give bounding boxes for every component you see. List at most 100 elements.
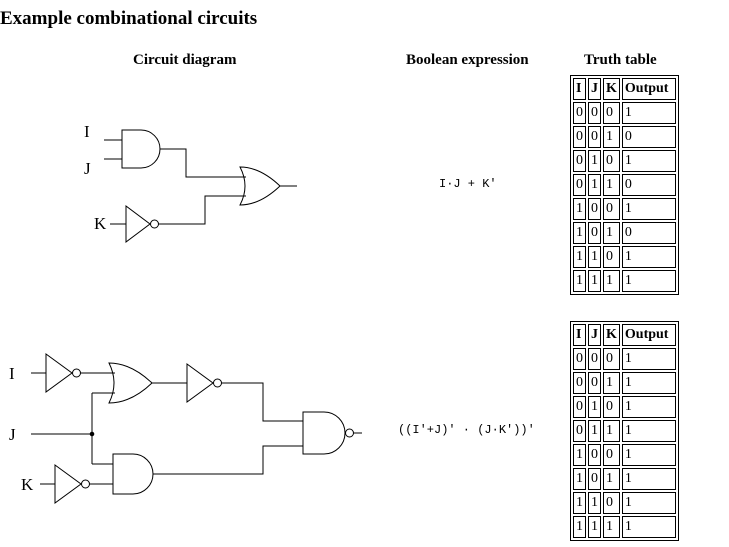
truth-table-input-cell: 1 [573, 246, 586, 268]
junction-dot-icon [89, 431, 95, 437]
truth-table-input-cell: 1 [573, 492, 586, 514]
or-gate-icon [108, 362, 153, 404]
truth-table-column-header: K [603, 78, 620, 100]
truth-table-input-cell: 1 [573, 222, 586, 244]
truth-table-input-cell: 0 [588, 348, 601, 370]
circuit-1: I J K [84, 122, 297, 243]
inversion-bubble-icon [345, 428, 354, 438]
truth-table-input-cell: 0 [603, 102, 620, 124]
truth-table-column-header: I [573, 324, 586, 346]
truth-table-column-header: J [588, 78, 601, 100]
truth-table-input-cell: 0 [588, 198, 601, 220]
truth-table-input-cell: 0 [603, 246, 620, 268]
truth-table-output-cell: 1 [621, 468, 676, 490]
truth-table-output-cell: 1 [621, 444, 676, 466]
truth-table-input-cell: 1 [603, 420, 620, 442]
truth-table-input-cell: 1 [588, 492, 601, 514]
circuit-2-wire-not-to-nand [221, 382, 303, 422]
truth-table-input-cell: 0 [588, 468, 601, 490]
truth-table-output-cell: 1 [621, 270, 676, 292]
truth-table-input-cell: 1 [588, 396, 601, 418]
boolean-expression-1: I·J + K′ [439, 177, 497, 191]
truth-table-input-cell: 0 [603, 348, 620, 370]
not-gate-icon [45, 353, 73, 393]
circuit-1-wire-and-to-or [160, 148, 246, 178]
truth-table-column-header: Output [621, 324, 676, 346]
truth-table-input-cell: 1 [588, 270, 601, 292]
truth-table-input-cell: 1 [603, 222, 620, 244]
truth-table-output-cell: 1 [621, 516, 676, 538]
circuit-1-wire-ij [104, 139, 122, 160]
truth-table-input-cell: 0 [573, 348, 586, 370]
truth-table-output-cell: 1 [621, 246, 676, 268]
truth-table-input-cell: 1 [603, 270, 620, 292]
truth-table-input-cell: 1 [573, 516, 586, 538]
inversion-bubble-icon [81, 479, 90, 489]
circuit-2-input-label-i: I [9, 364, 15, 383]
boolean-expression-2: ((I′+J)′ · (J·K′))′ [398, 423, 535, 437]
circuit-2-wire-and-to-nand [153, 445, 303, 475]
inversion-bubble-icon [150, 219, 159, 229]
truth-table-input-cell: 0 [588, 444, 601, 466]
truth-table-input-cell: 0 [603, 444, 620, 466]
truth-table-input-cell: 1 [588, 246, 601, 268]
truth-table-output-cell: 0 [621, 222, 676, 244]
truth-table-input-cell: 1 [603, 174, 620, 196]
truth-table-input-cell: 1 [588, 174, 601, 196]
truth-table-input-cell: 1 [573, 468, 586, 490]
inversion-bubble-icon [213, 378, 222, 388]
truth-table-input-cell: 0 [588, 102, 601, 124]
truth-table-input-cell: 0 [573, 126, 586, 148]
truth-table-output-cell: 1 [621, 102, 676, 124]
truth-table-input-cell: 1 [588, 420, 601, 442]
not-gate-icon [186, 363, 214, 403]
truth-table-column-header: J [588, 324, 601, 346]
truth-table-output-cell: 1 [621, 372, 676, 394]
and-gate-icon [112, 453, 154, 495]
truth-table-input-cell: 0 [603, 150, 620, 172]
circuit-2-input-label-j: J [9, 425, 16, 444]
truth-table-output-cell: 1 [621, 198, 676, 220]
truth-table-input-cell: 0 [573, 420, 586, 442]
not-gate-icon [54, 464, 82, 504]
column-header-truth-table: Truth table [584, 52, 657, 68]
truth-table-input-cell: 0 [573, 396, 586, 418]
not-gate-icon [125, 205, 151, 243]
truth-table-input-cell: 1 [588, 150, 601, 172]
and-gate-icon [121, 129, 161, 169]
truth-table-input-cell: 0 [573, 150, 586, 172]
truth-table-input-cell: 0 [603, 492, 620, 514]
truth-table-input-cell: 0 [573, 174, 586, 196]
nand-gate-icon [302, 411, 346, 455]
truth-table-input-cell: 0 [603, 396, 620, 418]
truth-table-input-cell: 0 [588, 372, 601, 394]
circuit-1-input-label-i: I [84, 122, 90, 141]
truth-table-input-cell: 0 [588, 126, 601, 148]
truth-table-column-header: Output [621, 78, 676, 100]
truth-table-input-cell: 1 [603, 372, 620, 394]
truth-table-input-cell: 0 [588, 222, 601, 244]
or-gate-icon [239, 166, 281, 206]
truth-table-output-cell: 1 [621, 492, 676, 514]
circuit-2-wire-j [31, 392, 115, 465]
truth-table-output-cell: 0 [621, 174, 676, 196]
truth-table-column-header: K [603, 324, 620, 346]
truth-table-input-cell: 1 [603, 516, 620, 538]
truth-table-input-cell: 1 [603, 126, 620, 148]
truth-table-input-cell: 1 [573, 198, 586, 220]
